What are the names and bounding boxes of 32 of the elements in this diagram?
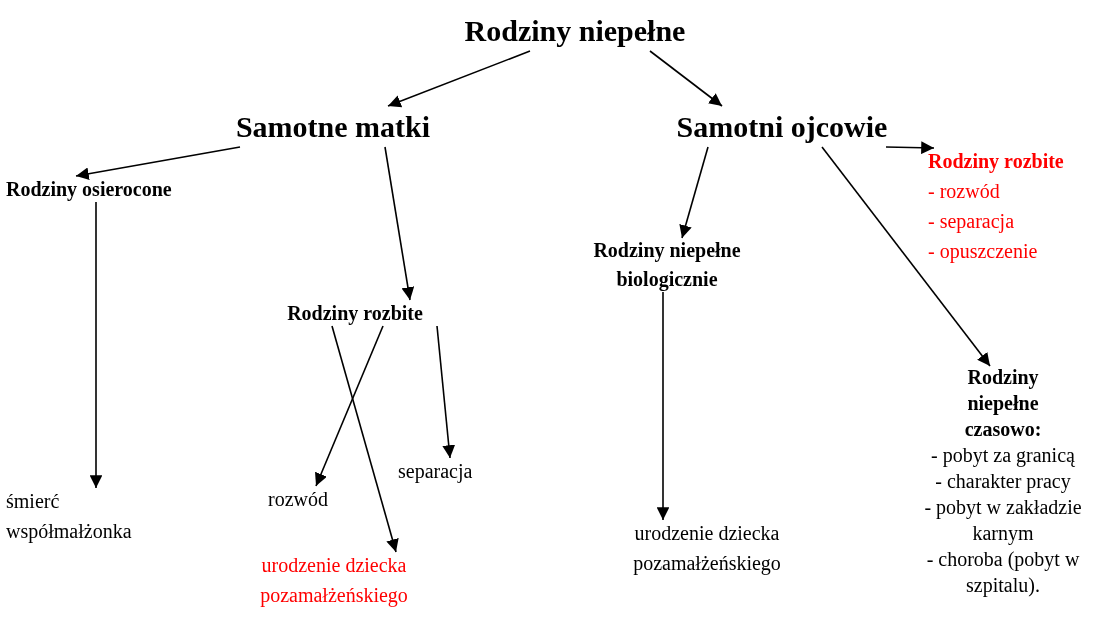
list-item: - separacja [928, 209, 1016, 235]
node-label: urodzenie dziecka pozamałżeńskiego [259, 553, 409, 609]
node-label: Rodziny rozbite [286, 301, 424, 327]
node-label: Rodziny osierocone [6, 177, 173, 203]
node-label: urodzenie dziecka pozamałżeńskiego [632, 521, 782, 577]
arrow [436, 325, 456, 459]
node-label: Samotni ojcowie [675, 109, 889, 145]
arrow [89, 201, 103, 489]
arrow [387, 50, 531, 108]
node-label: Rodziny niepełne biologicznie [592, 238, 742, 293]
node-label: Rodziny niepełne czasowo: [963, 365, 1043, 442]
node-label: Rodziny rozbite [928, 149, 1065, 175]
arrow [821, 146, 991, 367]
arrow [75, 146, 241, 181]
list-item: - opuszczenie [928, 239, 1039, 265]
node-label: Samotne matki [234, 109, 432, 145]
node-label: separacja [398, 459, 474, 485]
list-item: - rozwód [928, 179, 1001, 204]
arrow [679, 146, 709, 239]
arrow [315, 325, 384, 487]
list-item: - charakter pracy [934, 469, 1072, 494]
arrow [885, 141, 935, 155]
arrow [331, 325, 399, 553]
node-label: rozwód [268, 487, 329, 512]
list-item: - choroba (pobyt w szpitalu). [925, 547, 1081, 598]
arrow [649, 50, 723, 107]
arrow [384, 146, 415, 301]
list-item: - pobyt za granicą [930, 443, 1076, 468]
node-label: Rodziny niepełne [463, 13, 687, 49]
arrow [656, 291, 670, 521]
node-label: śmierć współmałżonka [6, 489, 133, 545]
list-item: - pobyt w zakładzie karnym [923, 495, 1083, 546]
